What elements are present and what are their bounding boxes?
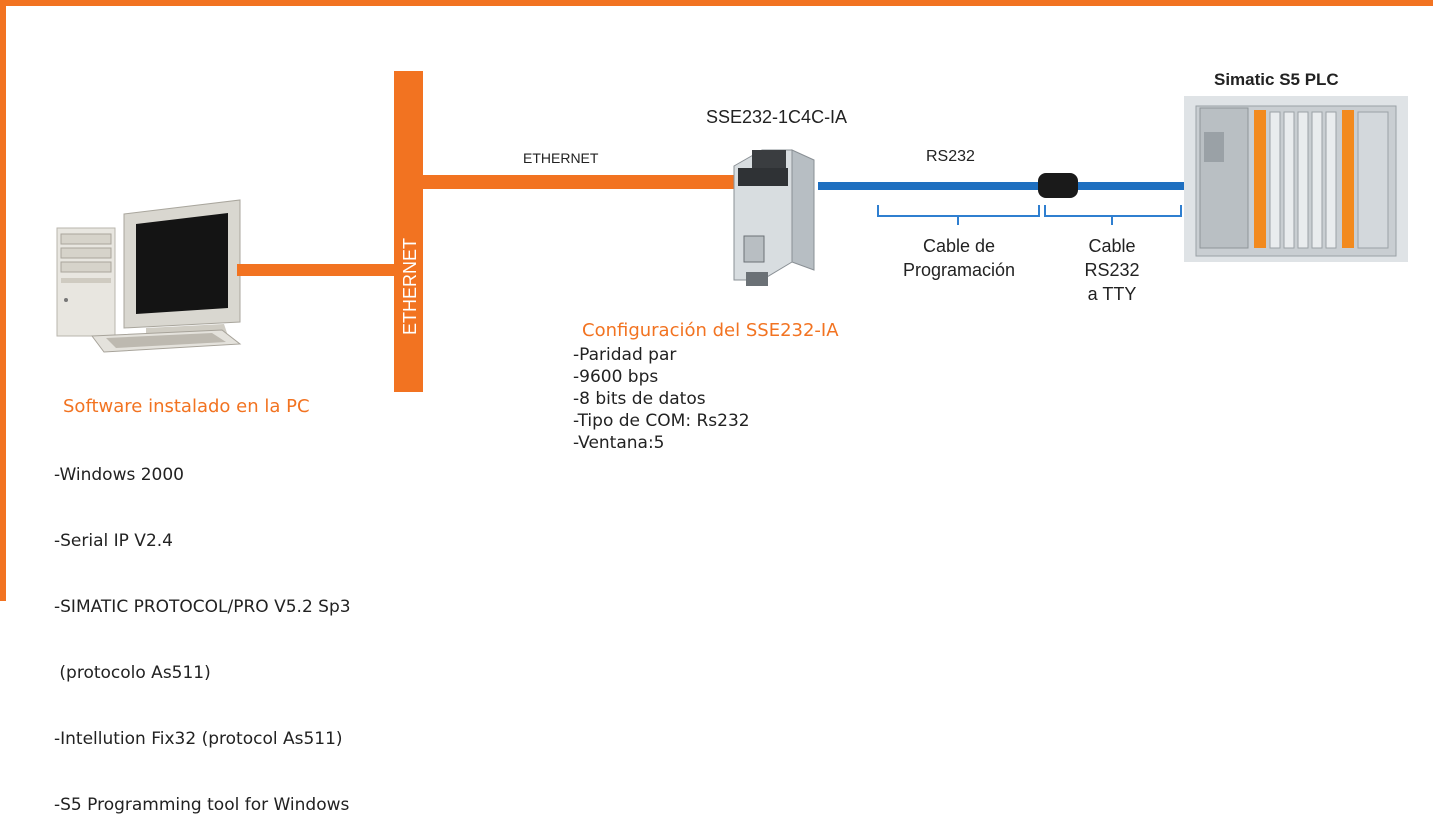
config-item: -Paridad par (573, 345, 677, 365)
bracket-rs232-tty-cable (1044, 205, 1182, 225)
config-item: -9600 bps (573, 367, 659, 387)
ethernet-bus (394, 71, 423, 392)
rs232-link-a (818, 182, 1040, 190)
plc-title: Simatic S5 PLC (1214, 70, 1339, 89)
ethernet-bus-label: ETHERNET (400, 237, 420, 335)
programming-cable-line-1: Cable de (922, 236, 996, 256)
pc-ethernet-link (237, 264, 397, 276)
software-item: -SIMATIC PROTOCOL/PRO V5.2 Sp3 (54, 597, 351, 617)
software-item: -S5 Programming tool for Windows (54, 795, 350, 815)
ethernet-line-label: ETHERNET (523, 150, 599, 166)
ethernet-link (423, 175, 734, 189)
programming-cable-label: Cable de Programación (900, 234, 1018, 282)
rs232-label: RS232 (926, 148, 975, 165)
rs232-tty-cable-label: Cable RS232 a TTY (1074, 234, 1150, 306)
pc-monitor (123, 199, 241, 340)
bracket-programming-cable (877, 205, 1040, 225)
config-item: -Ventana:5 (573, 433, 665, 453)
pc-computer-image (56, 199, 242, 353)
rs232-link-b (1076, 182, 1184, 190)
software-item: -Serial IP V2.4 (54, 531, 173, 551)
rs232-tty-cable-line-1: Cable (1088, 236, 1136, 256)
pc-keyboard (91, 329, 242, 353)
sse232-converter-image (733, 149, 815, 286)
software-item: -Windows 2000 (54, 465, 184, 485)
software-item: (protocolo As511) (54, 663, 211, 683)
pc-tower (56, 227, 116, 337)
software-heading: Software instalado en la PC (63, 396, 310, 417)
plc-image (1184, 96, 1408, 262)
config-heading: Configuración del SSE232-IA (582, 320, 839, 341)
rs232-tty-cable-line-3: a TTY (1087, 284, 1137, 304)
frame-left-border (0, 0, 6, 601)
frame-top-border (0, 0, 1433, 6)
software-list: -Windows 2000 -Serial IP V2.4 -SIMATIC P… (54, 420, 351, 838)
config-item: -8 bits de datos (573, 389, 706, 409)
programming-cable-line-2: Programación (902, 260, 1016, 280)
cable-adapter (1038, 173, 1078, 198)
config-list: -Paridad par -9600 bps -8 bits de datos … (573, 344, 750, 454)
rs232-tty-cable-line-2: RS232 (1084, 260, 1140, 280)
converter-title: SSE232-1C4C-IA (706, 107, 848, 127)
network-diagram (56, 71, 1408, 392)
config-item: -Tipo de COM: Rs232 (573, 411, 750, 431)
software-item: -Intellution Fix32 (protocol As511) (54, 729, 343, 749)
